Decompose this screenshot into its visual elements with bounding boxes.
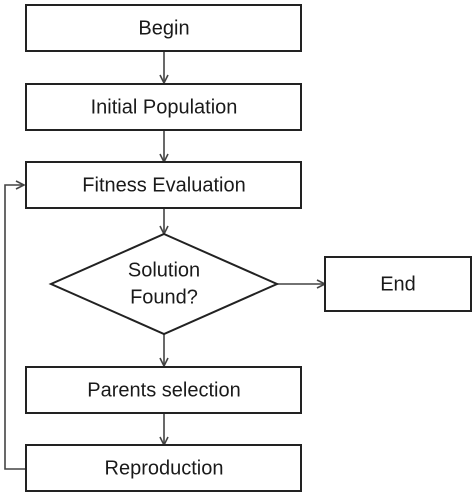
node-reproduction-label: Reproduction bbox=[105, 457, 224, 479]
node-fitness-evaluation-box bbox=[25, 161, 302, 209]
node-fitness-evaluation-label: Fitness Evaluation bbox=[82, 174, 245, 196]
node-solution-found-label-line-1: Solution bbox=[128, 259, 200, 281]
node-solution-found-label-line-2: Found? bbox=[130, 286, 198, 308]
node-initial-population-label: Initial Population bbox=[91, 96, 238, 118]
node-initial-population: Initial Population bbox=[25, 83, 302, 131]
node-parents-selection: Parents selection bbox=[25, 366, 302, 414]
node-parents-selection-label: Parents selection bbox=[87, 379, 240, 401]
node-solution-found: Solution Found? bbox=[48, 232, 280, 336]
node-fitness-evaluation: Fitness Evaluation bbox=[25, 161, 302, 209]
node-initial-population-box bbox=[25, 83, 302, 131]
node-solution-found-diamond bbox=[48, 232, 280, 336]
node-begin-label: Begin bbox=[138, 17, 189, 39]
connectors bbox=[4, 51, 325, 470]
node-reproduction-box bbox=[25, 444, 302, 492]
node-begin: Begin bbox=[25, 4, 302, 52]
edge-reproduction-loop-to-fitness-evaluation bbox=[4, 185, 26, 470]
node-end: End bbox=[324, 256, 472, 312]
node-reproduction: Reproduction bbox=[25, 444, 302, 492]
node-parents-selection-box bbox=[25, 366, 302, 414]
node-end-label: End bbox=[380, 273, 416, 295]
node-begin-box bbox=[25, 4, 302, 52]
node-end-box bbox=[324, 256, 472, 312]
